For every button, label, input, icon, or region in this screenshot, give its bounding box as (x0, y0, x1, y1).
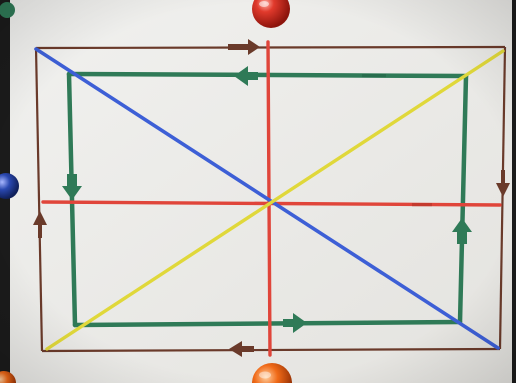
whiteboard-photo (0, 0, 516, 383)
photo-vignette (0, 0, 516, 383)
